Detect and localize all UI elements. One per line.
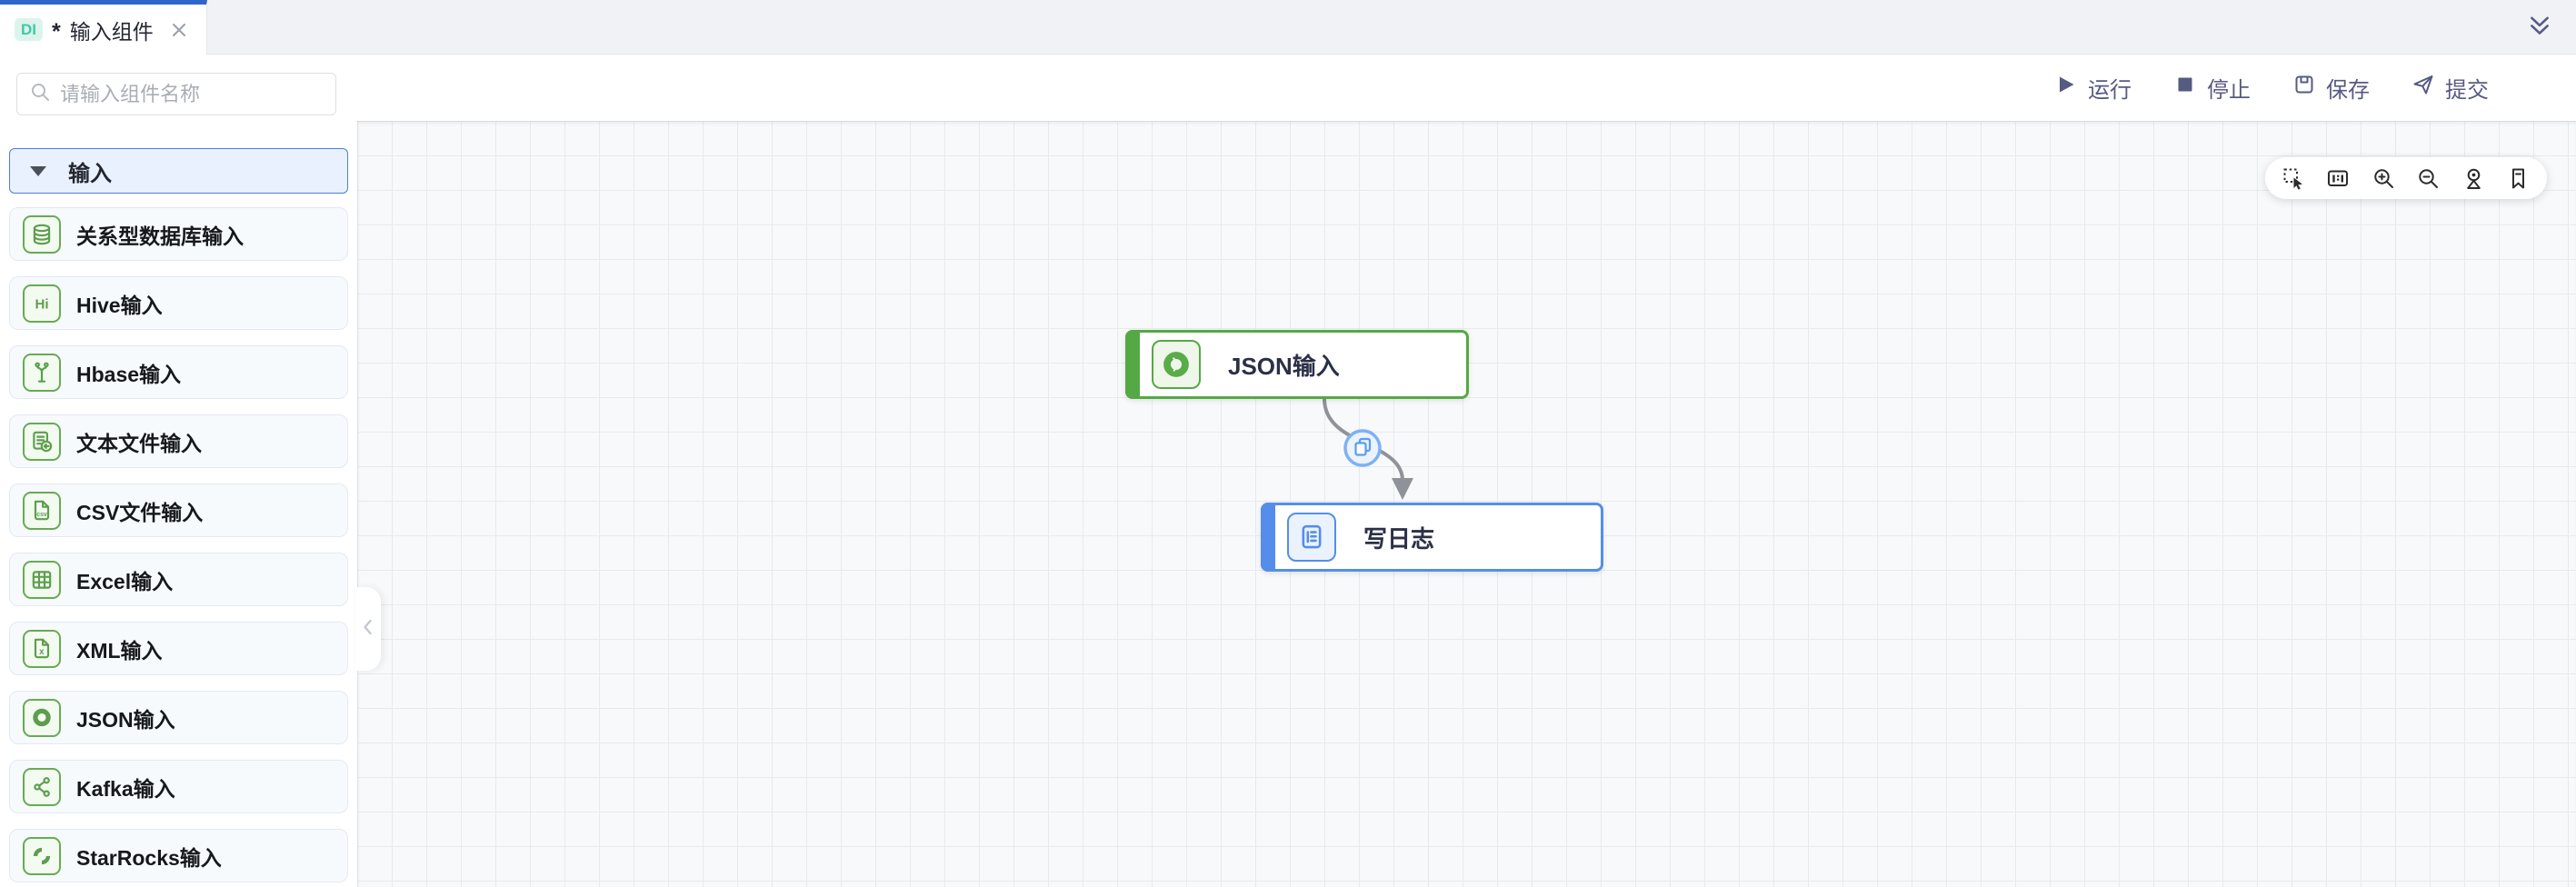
component-sidebar: 输入 关系型数据库输入 Hi Hive输入 Hbase输入 文本文件输入 xyxy=(0,55,357,887)
caret-down-icon xyxy=(30,165,46,176)
node-label: 写日志 xyxy=(1363,524,1435,553)
csv-file-icon: csv xyxy=(23,491,61,530)
close-icon[interactable] xyxy=(168,19,190,41)
save-button[interactable]: 保存 xyxy=(2292,72,2370,104)
json-icon xyxy=(23,698,61,737)
edge-copy-badge[interactable] xyxy=(1343,429,1382,467)
excel-icon xyxy=(23,560,61,599)
stop-button[interactable]: 停止 xyxy=(2173,72,2251,104)
sidebar-item-kafka-input[interactable]: Kafka输入 xyxy=(9,760,348,813)
marquee-select-icon[interactable] xyxy=(2281,166,2306,191)
sidebar-item-label: CSV文件输入 xyxy=(76,500,204,524)
sidebar-item-label: JSON输入 xyxy=(76,707,175,732)
sidebar-item-csv-file-input[interactable]: csv CSV文件输入 xyxy=(9,483,348,537)
sidebar-item-excel-input[interactable]: Excel输入 xyxy=(9,553,348,606)
run-button[interactable]: 运行 xyxy=(2054,72,2132,104)
log-list-icon xyxy=(1287,513,1336,562)
sidebar-item-label: StarRocks输入 xyxy=(76,845,222,870)
tab-input-components[interactable]: DI * 输入组件 xyxy=(0,0,207,55)
tab-bar: DI * 输入组件 xyxy=(0,0,2576,55)
bookmark-icon[interactable] xyxy=(2506,166,2531,191)
group-label: 输入 xyxy=(68,161,112,186)
zoom-in-icon[interactable] xyxy=(2371,166,2396,191)
sidebar-item-label: Hive输入 xyxy=(76,293,163,317)
search-icon xyxy=(29,81,51,107)
sidebar-item-json-input[interactable]: JSON输入 xyxy=(9,691,348,744)
play-icon xyxy=(2054,73,2078,103)
starrocks-icon xyxy=(23,836,61,875)
node-json-input[interactable]: JSON输入 xyxy=(1125,330,1469,399)
flow-canvas[interactable]: JSON输入 写日志 xyxy=(357,121,2576,887)
sidebar-item-label: Kafka输入 xyxy=(76,776,175,801)
chevron-left-icon xyxy=(358,616,378,643)
sidebar-item-starrocks-input[interactable]: StarRocks输入 xyxy=(9,829,348,882)
stop-icon xyxy=(2173,73,2197,103)
svg-text:csv: csv xyxy=(36,511,47,517)
sidebar-item-hive-input[interactable]: Hi Hive输入 xyxy=(9,276,348,330)
component-search-box[interactable] xyxy=(16,73,336,115)
sidebar-item-label: Hbase输入 xyxy=(76,362,182,386)
run-toolbar: 运行 停止 保存 提交 xyxy=(357,55,2576,121)
sidebar-item-label: 文本文件输入 xyxy=(76,431,202,455)
search-input[interactable] xyxy=(60,82,324,106)
xml-file-icon: x xyxy=(23,629,61,668)
stop-label: 停止 xyxy=(2207,78,2251,103)
hbase-icon xyxy=(23,353,61,392)
group-header-input[interactable]: 输入 xyxy=(9,148,348,194)
svg-text:Hi: Hi xyxy=(35,296,48,312)
node-write-log[interactable]: 写日志 xyxy=(1261,503,1603,572)
node-label: JSON输入 xyxy=(1228,352,1340,380)
sidebar-item-label: 关系型数据库输入 xyxy=(76,224,244,248)
kafka-icon xyxy=(23,767,61,806)
hive-icon: Hi xyxy=(23,284,61,323)
save-label: 保存 xyxy=(2326,78,2370,103)
locate-icon[interactable] xyxy=(2461,166,2486,191)
save-icon xyxy=(2292,73,2316,103)
fit-view-icon[interactable] xyxy=(2326,166,2351,191)
submit-label: 提交 xyxy=(2445,78,2489,103)
paper-plane-icon xyxy=(2411,73,2435,103)
svg-text:x: x xyxy=(39,647,45,657)
tab-title: 输入组件 xyxy=(69,19,154,44)
sidebar-collapse-handle[interactable] xyxy=(355,587,381,671)
di-badge: DI xyxy=(15,18,43,41)
json-donut-icon xyxy=(1152,340,1201,389)
sidebar-item-label: Excel输入 xyxy=(76,569,174,593)
sidebar-item-xml-input[interactable]: x XML输入 xyxy=(9,622,348,675)
database-icon xyxy=(23,214,61,254)
unsaved-marker: * xyxy=(52,19,61,45)
zoom-out-icon[interactable] xyxy=(2416,166,2441,191)
sidebar-item-relational-db-input[interactable]: 关系型数据库输入 xyxy=(9,207,348,261)
edge-layer xyxy=(1323,398,1413,500)
submit-button[interactable]: 提交 xyxy=(2411,72,2489,104)
canvas-toolbar xyxy=(2265,157,2547,199)
double-chevron-down-icon[interactable] xyxy=(2527,15,2552,43)
text-file-icon xyxy=(23,422,61,461)
sidebar-item-hbase-input[interactable]: Hbase输入 xyxy=(9,345,348,399)
copy-icon xyxy=(1354,437,1372,456)
run-label: 运行 xyxy=(2088,78,2132,103)
sidebar-item-label: XML输入 xyxy=(76,638,163,663)
sidebar-item-text-file-input[interactable]: 文本文件输入 xyxy=(9,414,348,468)
